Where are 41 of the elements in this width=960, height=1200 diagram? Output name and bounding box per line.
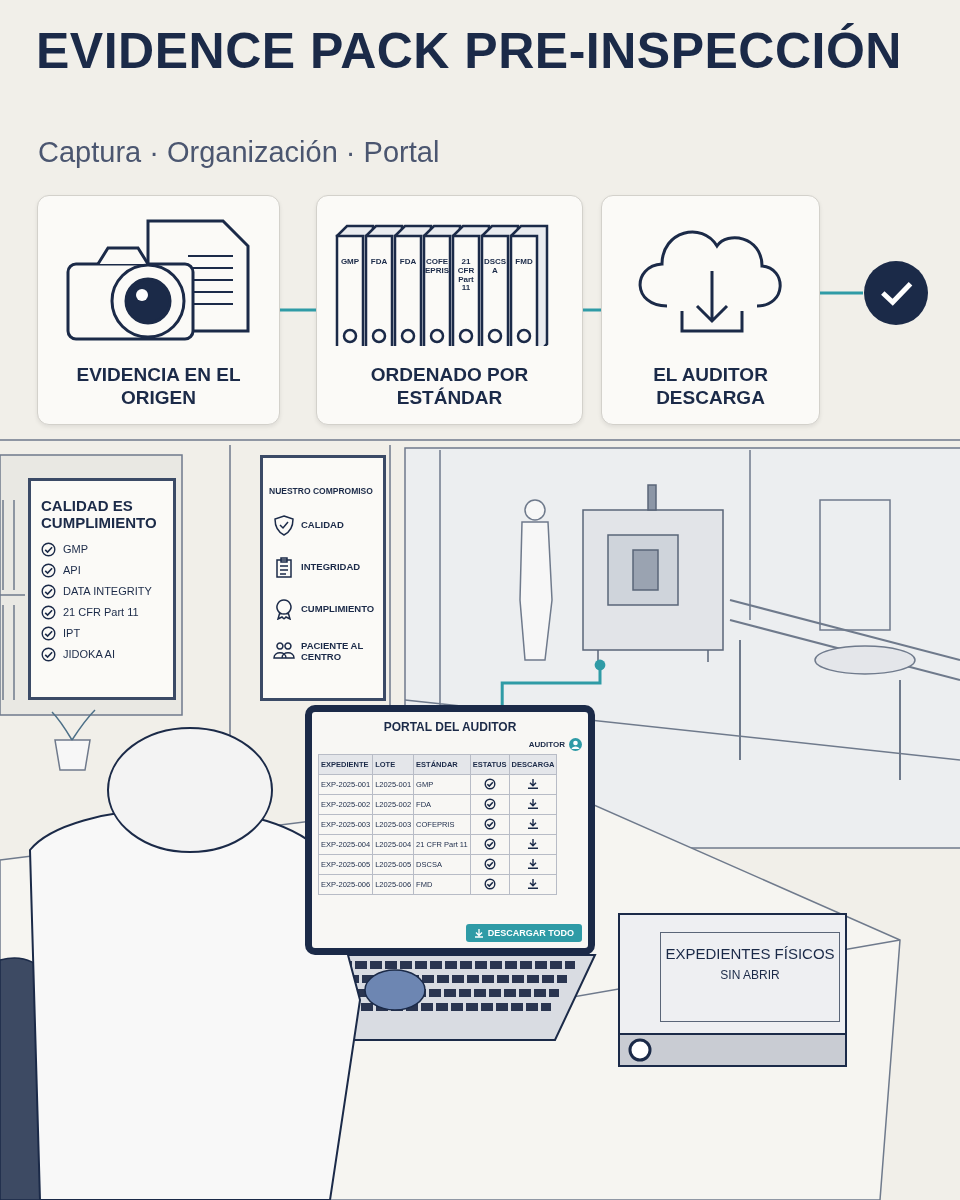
step-label: EL AUDITOR DESCARGA [652, 362, 769, 410]
value-label: CALIDAD [301, 519, 344, 531]
poster-heading: CALIDAD ES CUMPLIMIENTO [41, 497, 158, 532]
checklist-item: DATA INTEGRITY [63, 585, 152, 597]
binder-label: DSCSA [482, 258, 508, 276]
connector-line [820, 291, 863, 295]
checklist-item: 21 CFR Part 11 [63, 606, 139, 618]
binder-note: SIN ABRIR [719, 968, 781, 982]
download-all-button: DESCARGAR TODO [465, 924, 582, 942]
value-label: INTEGRIDAD [301, 561, 361, 573]
binder-label: GMP [339, 258, 361, 267]
poster [260, 455, 386, 701]
connector-line [280, 308, 316, 312]
binder-label: COFE EPRIS [424, 258, 450, 276]
step-label: ORDENADO POR ESTÁNDAR [369, 362, 530, 410]
poster [28, 478, 176, 700]
value-label: PACIENTE AL CENTRO [301, 640, 365, 663]
binder-label: FMD [514, 258, 534, 267]
checklist-item: API [63, 564, 81, 576]
leader-line [500, 659, 606, 705]
binder-label: FDA [369, 258, 389, 267]
binder-title: EXPEDIENTES FÍSICOS [664, 945, 836, 963]
binder-label: FDA [398, 258, 418, 267]
connector-line [583, 308, 601, 312]
subtitle: Captura · Organización · Portal [38, 136, 440, 169]
check-circle-icon [863, 260, 929, 326]
checklist-item: IPT [63, 627, 81, 639]
step-card [601, 195, 820, 425]
poster-heading: NUESTRO COMPROMISO [269, 486, 374, 496]
value-label: CUMPLIMIENTO [301, 603, 375, 615]
user-label: AUDITOR [528, 740, 565, 749]
step-label: EVIDENCIA EN EL ORIGEN [75, 362, 242, 410]
checklist-item: GMP [63, 543, 89, 555]
binder [615, 910, 850, 1070]
title: EVIDENCE PACK PRE-INSPECCIÓN [36, 22, 902, 80]
screen-title: PORTAL DEL AUDITOR [382, 720, 518, 734]
step-card [37, 195, 280, 425]
step-card [316, 195, 583, 425]
laptop-screen [305, 705, 595, 955]
binder-label: 21 CFR Part 11 [456, 258, 476, 294]
checklist-item: JIDOKA AI [63, 648, 115, 660]
